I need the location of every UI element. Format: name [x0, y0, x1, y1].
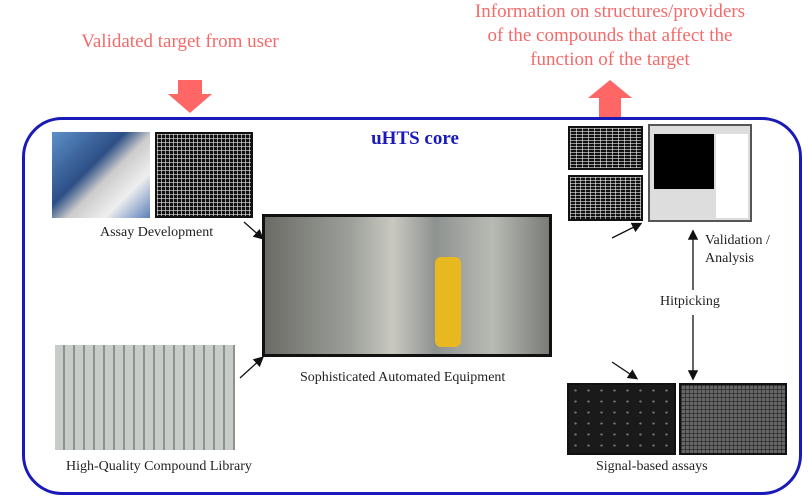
arrow-equipment-to-assays	[611, 361, 639, 380]
output-line-1: Information on structures/providers	[474, 1, 746, 22]
output-line-2: of the compounds that affect the	[487, 25, 733, 46]
core-title: uHTS core	[371, 128, 459, 149]
assay-plates-photo	[52, 132, 150, 218]
arrow-assay-to-equipment	[243, 221, 264, 240]
hitpicking-caption: Hitpicking	[660, 294, 720, 310]
signal-assays-caption: Signal-based assays	[596, 459, 708, 474]
arrow-library-to-equipment	[239, 356, 264, 379]
compound-library-caption: High-Quality Compound Library	[66, 459, 252, 474]
analysis-grid-image-1	[568, 126, 643, 170]
compound-library-photo	[55, 345, 235, 450]
validation-line-2: Analysis	[705, 251, 754, 266]
analysis-grid-image-2	[568, 175, 643, 221]
structure-view	[654, 134, 714, 189]
input-label: Validated target from user	[81, 31, 279, 52]
validation-caption: Validation / Analysis	[705, 232, 770, 268]
automated-equipment-photo	[262, 214, 552, 357]
assay-plate-grid-image	[155, 132, 253, 218]
structure-list	[716, 134, 748, 218]
output-line-3: function of the target	[530, 49, 690, 70]
equipment-caption: Sophisticated Automated Equipment	[300, 370, 506, 385]
signal-assay-image-2	[679, 383, 787, 455]
analysis-software-screenshot	[648, 124, 752, 222]
robot-arm	[435, 257, 461, 347]
down-arrow-icon	[168, 80, 212, 113]
output-label: Information on structures/providers of t…	[420, 0, 800, 72]
assay-development-caption: Assay Development	[100, 225, 214, 240]
validation-line-1: Validation /	[705, 233, 770, 248]
up-arrow-icon	[588, 80, 632, 118]
arrow-equipment-to-analysis	[611, 222, 643, 239]
signal-assay-image-1	[567, 383, 676, 455]
uhts-core-box	[22, 117, 802, 495]
